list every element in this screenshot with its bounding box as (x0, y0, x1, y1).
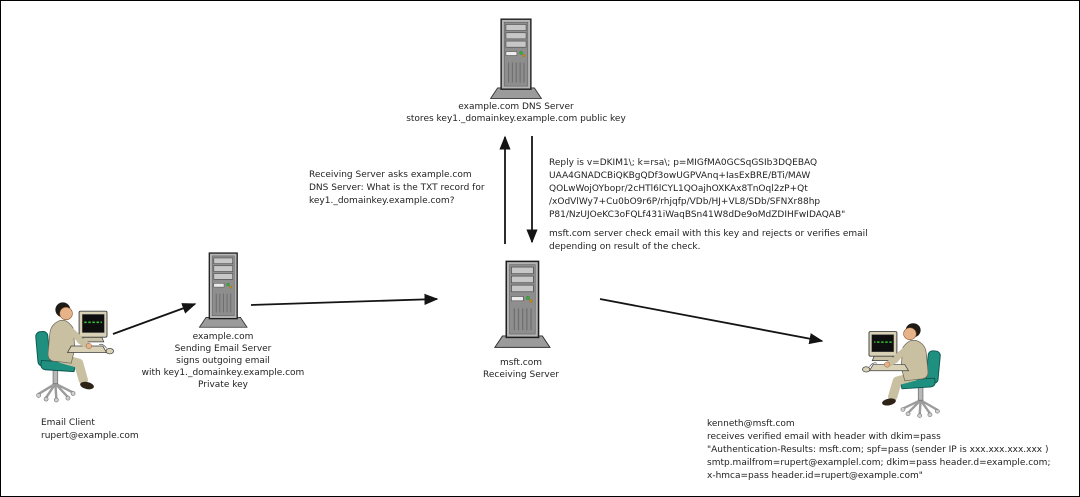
label-line: P81/NzUJOeKC3oFQLf431iWaqBSn41W8dDe9oMdZ… (549, 210, 846, 220)
sending-server-icon (198, 252, 248, 328)
label-line: Email Client (41, 418, 95, 428)
label-line: DNS Server: What is the TXT record for (309, 183, 485, 193)
label-line: signs outgoing email (176, 356, 270, 366)
label-line: key1._domainkey.example.com? (309, 196, 455, 206)
dns-server-label: example.com DNS Server stores key1._doma… (406, 101, 626, 125)
receiver-to-recipient-arrow (599, 298, 824, 345)
email-client-user-icon (35, 302, 113, 402)
dns-query-annotation: Receiving Server asks example.com DNS Se… (309, 169, 485, 208)
label-line: msft.com (499, 358, 543, 368)
sender-to-receiver-arrow (250, 293, 439, 306)
recipient-label: kenneth@msft.com receives verified email… (707, 418, 1050, 483)
receiving-server-label: msft.com Receiving Server (483, 357, 559, 381)
email-client-label: Email Client rupert@example.com (41, 417, 139, 443)
dns-reply-annotation: Reply is v=DKIM1\; k=rsa\; p=MIGfMA0GCSq… (549, 157, 845, 222)
label-line: Private key (198, 380, 248, 390)
label-line: example.com DNS Server (458, 102, 574, 112)
label-line: kenneth@msft.com (707, 419, 795, 429)
label-line: Sending Email Server (174, 344, 272, 354)
label-line: receives verified email with header with… (707, 432, 941, 442)
recipient-user-icon (862, 323, 940, 417)
label-line: UAA4GNADCBiQKBgQDf3owUGPVAnq+IasExBRE/BT… (549, 171, 811, 181)
label-line: msft.com server check email with this ke… (549, 229, 868, 239)
label-line: example.com (192, 332, 254, 342)
label-line: Receiving Server (483, 370, 559, 380)
check-result-annotation: msft.com server check email with this ke… (549, 228, 868, 254)
label-line: /xOdVlWy7+Cu0bO9r6P/rhjqfp/VDb/HJ+VL8/SD… (549, 197, 821, 207)
label-line: with key1._domainkey.example.com (141, 368, 305, 378)
client-to-sender-arrow (112, 303, 197, 335)
label-line: depending on result of the check. (549, 242, 701, 252)
label-line: smtp.mailfrom=rupert@examplel.com; dkim=… (707, 458, 1051, 468)
receiving-server-icon (494, 260, 551, 349)
sending-server-label: example.com Sending Email Server signs o… (142, 331, 305, 391)
label-line: QOLwWojOYbopr/2cHTl6lCYL1QOajhOXKAx8TnOq… (549, 184, 808, 194)
dns-server-icon (489, 18, 543, 100)
label-line: x-hmca=pass header.id=rupert@example.com… (707, 471, 923, 481)
label-line: Receiving Server asks example.com (309, 170, 472, 180)
label-line: stores key1._domainkey.example.com publi… (406, 114, 626, 124)
label-line: rupert@example.com (41, 431, 139, 441)
label-line: "Authentication-Results: msft.com; spf=p… (707, 445, 1049, 455)
label-line: Reply is v=DKIM1\; k=rsa\; p=MIGfMA0GCSq… (549, 158, 818, 168)
